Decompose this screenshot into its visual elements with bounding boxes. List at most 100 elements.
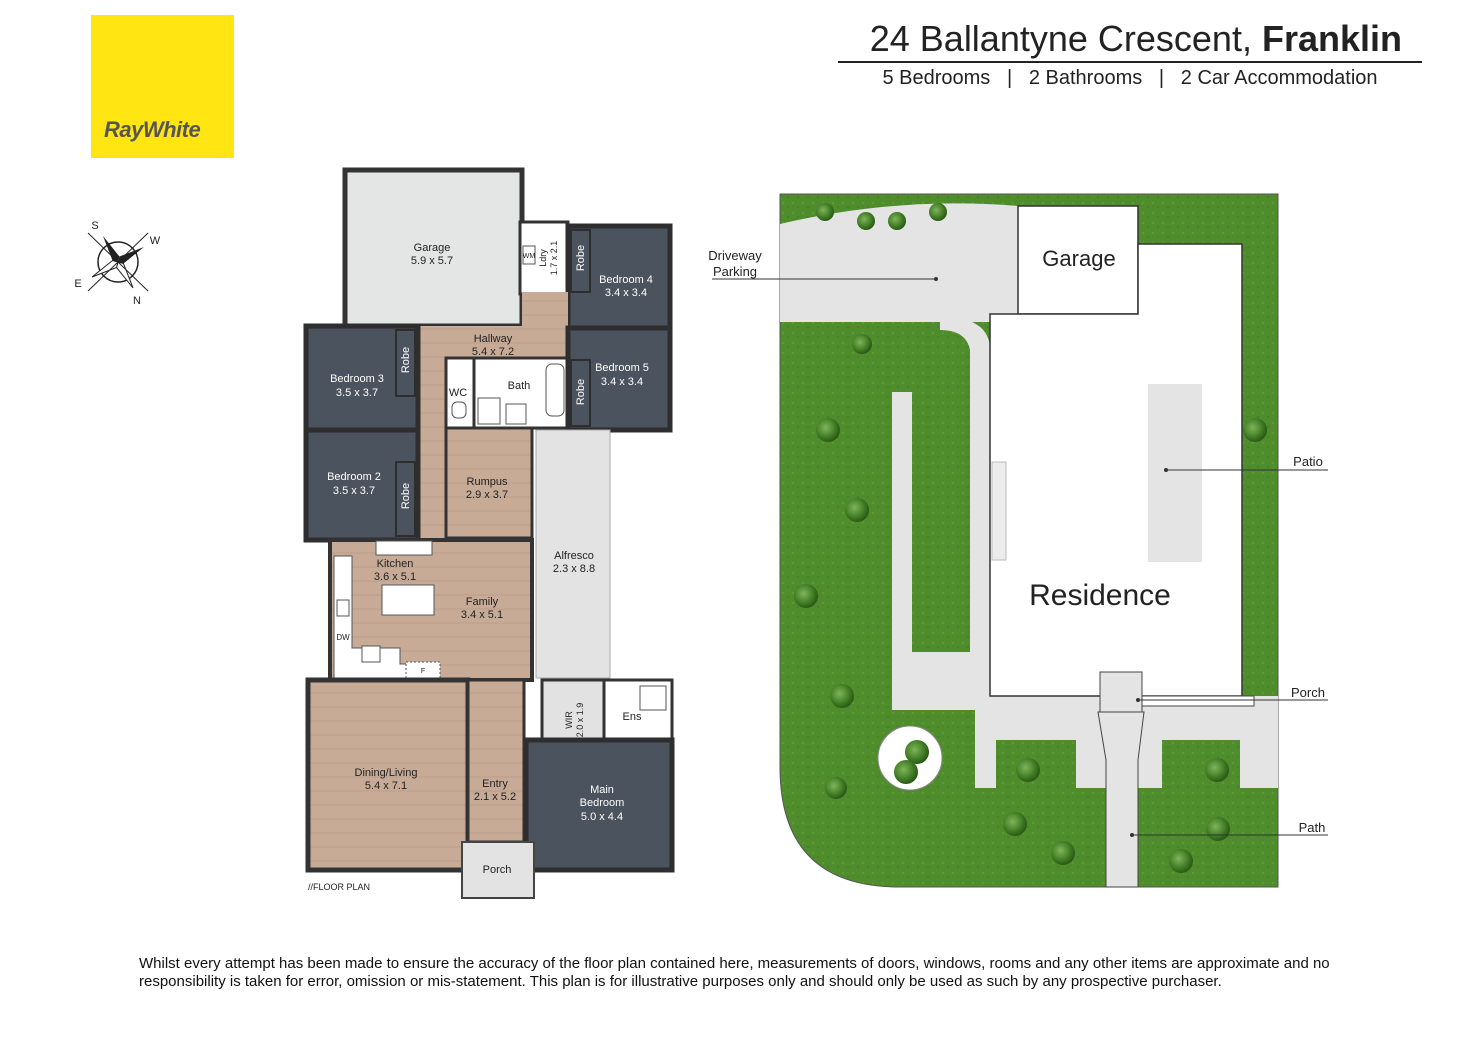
room-main-bedroom [523,737,675,873]
ens-label: Ens [623,711,642,723]
hallway-label: Hallway [474,333,513,345]
porch-label: Porch [483,864,512,876]
room-entry [466,678,526,844]
kitchen-label: Kitchen [377,558,414,570]
toilet-icon [451,401,467,419]
compass-w: W [150,235,161,247]
bathtub-icon [545,363,565,417]
room-wir [540,678,606,742]
compass-e: E [74,278,81,290]
bedroom-5-size: 3.4 x 3.4 [601,376,643,388]
dining-size: 5.4 x 7.1 [365,780,407,792]
wir-size: 2.0 x 1.9 [575,703,585,738]
header-divider [838,61,1422,63]
compass-rose-icon: S W N E [74,220,160,307]
floor-plan-caption: //FLOOR PLAN [308,882,370,892]
bedroom-3-size: 3.5 x 3.7 [336,387,378,399]
wm-label: WM [523,253,536,260]
family-size: 3.4 x 5.1 [461,609,503,621]
site-alfresco-strip [991,461,1007,561]
address-street: 24 Ballantyne Crescent, [869,18,1262,59]
fridge-label: F [421,668,425,675]
family-label: Family [466,596,499,608]
bedroom-3-label: Bedroom 3 [330,373,384,385]
bedroom-4-label: Bedroom 4 [599,274,653,286]
site-path [1097,711,1145,888]
alfresco-label: Alfresco [554,550,594,562]
site-callouts: Driveway Parking Patio Porch Path [708,248,1328,837]
bedroom-4-size: 3.4 x 3.4 [605,287,647,299]
robe-4-label: Robe [575,245,587,271]
room-dining-living [305,677,471,873]
main-bedroom-size: 5.0 x 4.4 [581,811,623,823]
fridge-space [405,661,441,679]
path-label: Path [1299,820,1326,835]
robe-3-label: Robe [400,347,412,373]
rumpus-label: Rumpus [467,476,508,488]
ens-shower-icon [639,685,667,711]
robe-bedroom-2 [395,461,416,537]
vanity-icon [505,403,527,425]
disclaimer-text: Whilst every attempt has been made to en… [139,955,1330,990]
room-hallway [418,292,568,540]
driveway [780,203,1018,322]
patio-label: Patio [1293,454,1323,469]
alfresco-size: 2.3 x 8.8 [553,563,595,575]
kitchen-size: 3.6 x 5.1 [374,571,416,583]
main-bedroom-label-2: Bedroom [580,797,625,809]
address-suburb: Franklin [1261,18,1402,59]
room-rumpus [444,426,534,540]
robe-2-label: Robe [400,483,412,509]
rumpus-size: 2.9 x 3.7 [466,489,508,501]
site-garage [1017,205,1139,315]
dw-label: DW [336,633,350,642]
robe-bedroom-5 [570,359,591,427]
site-plan: Garage Residence Drivewa [708,193,1328,888]
logo-text: RayWhite [104,117,201,142]
entry-label: Entry [482,778,508,790]
site-porch [1099,671,1143,715]
driveway-label: Driveway [708,248,762,263]
ldry-size: 1.7 x 2.1 [549,241,559,276]
sink-icon [336,599,350,617]
bath-label: Bath [508,380,531,392]
wir-label: WIR [564,711,574,729]
compass-s: S [91,220,98,232]
robe-bedroom-3 [395,329,416,397]
parking-label: Parking [713,264,757,279]
site-residence [989,243,1243,697]
shower-icon [477,397,501,425]
kitchen-top-bench [375,540,433,556]
driveway-strip [940,322,990,708]
dining-label: Dining/Living [355,767,418,779]
side-path-left [892,392,912,710]
site-patio [1148,384,1202,562]
bedroom-5-label: Bedroom 5 [595,362,649,374]
property-summary: 5 Bedrooms | 2 Bathrooms | 2 Car Accommo… [882,67,1378,89]
floor-plan: Garage 5.9 x 5.7 WM Ldry 1.7 x 2.1 Robe … [303,167,675,899]
garage-size: 5.9 x 5.7 [411,255,453,267]
alfresco [535,429,611,679]
entry-size: 2.1 x 5.2 [474,791,516,803]
site-residence-label: Residence [1029,579,1171,612]
wc-label: WC [449,387,467,399]
kitchen-island [381,584,435,616]
compass-n: N [133,295,141,307]
hallway-size: 5.4 x 7.2 [472,346,514,358]
porch-site-label: Porch [1291,685,1325,700]
robe-5-label: Robe [575,379,587,405]
property-address: 24 Ballantyne Crescent, Franklin [870,18,1402,60]
washing-machine-icon [522,245,536,265]
ray-white-logo: RayWhite [91,15,234,158]
bedroom-2-label: Bedroom 2 [327,471,381,483]
site-garage-label: Garage [1042,246,1115,271]
bedroom-2-size: 3.5 x 3.7 [333,485,375,497]
garage-label: Garage [414,242,451,254]
concrete-front-lawn-gap-2 [1162,740,1240,788]
robe-bedroom-4 [570,229,591,293]
site-porch-rail [1141,695,1255,707]
porch [461,841,535,899]
cooktop-icon [361,645,381,663]
main-bedroom-label-1: Main [590,784,614,796]
